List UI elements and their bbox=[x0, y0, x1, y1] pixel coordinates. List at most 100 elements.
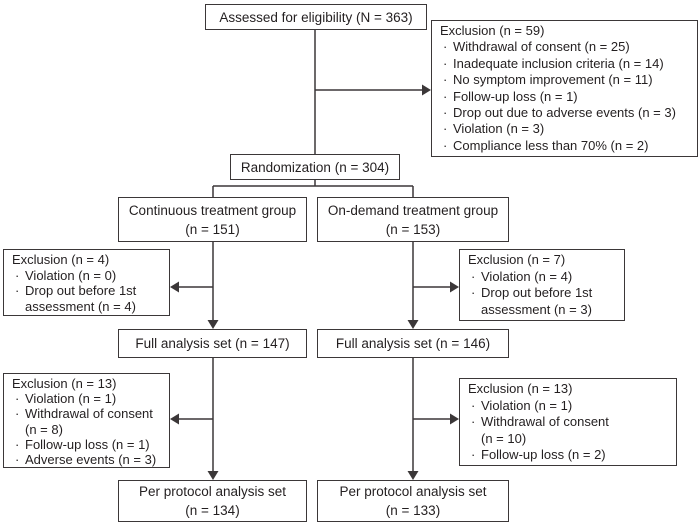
exclusion-ondemand-box: Exclusion (n = 7) · Violation (n = 4) · Dr… bbox=[459, 249, 625, 321]
exclusion-item-continuation: (n = 8) bbox=[25, 422, 165, 437]
exclusion-item-text: Violation (n = 1) bbox=[25, 391, 117, 407]
bullet-icon: · bbox=[15, 267, 20, 283]
exclusion-fas-right-box: Exclusion (n = 13) · Violation (n = 1) · W… bbox=[459, 378, 677, 466]
exclusion-item: · Compliance less than 70% (n = 2) bbox=[443, 138, 693, 154]
continuous-group-line1: Continuous treatment group bbox=[128, 202, 297, 218]
exclusion-item: · Withdrawal of consent bbox=[15, 406, 165, 421]
arrow-down-icon bbox=[407, 320, 419, 329]
exclusion-item-text: Withdrawal of consent bbox=[481, 414, 609, 429]
exclusion-item-text: (n = 8) bbox=[25, 421, 63, 437]
bullet-icon: · bbox=[443, 39, 448, 55]
exclusion-item: · Violation (n = 4) bbox=[471, 269, 620, 286]
bullet-icon: · bbox=[15, 406, 20, 422]
per-protocol-right-line1: Per protocol analysis set bbox=[339, 484, 487, 499]
bullet-icon: · bbox=[471, 447, 476, 462]
full-analysis-left-box: Full analysis set (n = 147) bbox=[118, 329, 307, 358]
exclusion-item-text: Violation (n = 4) bbox=[481, 268, 573, 284]
ondemand-group-line1: On-demand treatment group bbox=[327, 202, 499, 218]
exclusion-title: Exclusion (n = 4) bbox=[12, 252, 110, 267]
exclusion-item: · Drop out due to adverse events (n = 3) bbox=[443, 105, 693, 121]
exclusion-item-text: Drop out due to adverse events (n = 3) bbox=[453, 105, 676, 121]
arrow-right-icon bbox=[422, 84, 431, 96]
arrow-right-icon bbox=[450, 281, 459, 293]
per-protocol-left-box: Per protocol analysis set (n = 134) bbox=[118, 480, 307, 522]
continuous-group-box: Continuous treatment group (n = 151) bbox=[118, 197, 307, 242]
exclusion-item-text: (n = 10) bbox=[481, 430, 527, 446]
bullet-icon: · bbox=[443, 88, 448, 104]
bullet-icon: · bbox=[15, 391, 20, 407]
arrow-down-icon bbox=[407, 471, 419, 480]
exclusion-item-text: Follow-up loss (n = 2) bbox=[481, 447, 606, 462]
bullet-icon: · bbox=[471, 268, 476, 284]
exclusion-item: · Violation (n = 1) bbox=[15, 391, 165, 406]
exclusion-item-text: Follow-up loss (n = 1) bbox=[25, 436, 150, 452]
exclusion-continuous-box: Exclusion (n = 4) · Violation (n = 0) · Dr… bbox=[3, 249, 170, 316]
exclusion-item: · Drop out before 1st bbox=[15, 283, 165, 299]
exclusion-item-text: Inadequate inclusion criteria (n = 14) bbox=[453, 55, 664, 71]
exclusion-item-text: Violation (n = 3) bbox=[453, 121, 545, 137]
full-analysis-right-label: Full analysis set (n = 146) bbox=[335, 336, 491, 351]
full-analysis-right-box: Full analysis set (n = 146) bbox=[317, 329, 509, 358]
continuous-group-line2: (n = 151) bbox=[185, 221, 240, 237]
randomization-box: Randomization (n = 304) bbox=[230, 154, 400, 180]
bullet-icon: · bbox=[443, 72, 448, 88]
randomization-label: Randomization (n = 304) bbox=[240, 159, 390, 175]
bullet-icon: · bbox=[15, 452, 20, 468]
arrow-right-icon bbox=[450, 413, 459, 425]
exclusion-fas-left-box: Exclusion (n = 13) · Violation (n = 1) · W… bbox=[3, 373, 170, 468]
bullet-icon: · bbox=[471, 397, 476, 413]
bullet-icon: · bbox=[471, 285, 476, 300]
exclusion-title: Exclusion (n = 13) bbox=[12, 376, 117, 391]
exclusion-item-text: No symptom improvement (n = 11) bbox=[453, 72, 653, 88]
bullet-icon: · bbox=[443, 121, 448, 137]
bullet-icon: · bbox=[15, 283, 20, 298]
exclusion-item: · Violation (n = 0) bbox=[15, 268, 165, 284]
per-protocol-left-line2: (n = 134) bbox=[185, 503, 240, 518]
bullet-icon: · bbox=[15, 436, 20, 452]
assessed-eligibility-box: Assessed for eligibility (N = 363) bbox=[205, 4, 427, 30]
exclusion-item-text: Drop out before 1st bbox=[25, 283, 137, 298]
exclusion-item-text: Follow-up loss (n = 1) bbox=[453, 88, 578, 104]
per-protocol-right-box: Per protocol analysis set (n = 133) bbox=[317, 480, 509, 522]
exclusion-title: Exclusion (n = 59) bbox=[440, 23, 545, 38]
exclusion-item: · Withdrawal of consent (n = 25) bbox=[443, 39, 693, 55]
exclusion-item: · Inadequate inclusion criteria (n = 14) bbox=[443, 56, 693, 72]
exclusion-item: · Drop out before 1st bbox=[471, 285, 620, 302]
exclusion-item-text: assessment (n = 3) bbox=[481, 301, 592, 317]
exclusion-item-continuation: (n = 10) bbox=[481, 431, 672, 448]
full-analysis-left-label: Full analysis set (n = 147) bbox=[135, 336, 290, 351]
exclusion-item-text: Withdrawal of consent (n = 25) bbox=[453, 39, 630, 55]
exclusion-item-text: Compliance less than 70% (n = 2) bbox=[453, 137, 649, 153]
exclusion-item-text: Adverse events (n = 3) bbox=[25, 452, 157, 468]
exclusion-item-text: Violation (n = 0) bbox=[25, 267, 117, 283]
bullet-icon: · bbox=[443, 55, 448, 71]
exclusion-item-continuation: assessment (n = 4) bbox=[25, 299, 165, 315]
exclusion-item: · Violation (n = 3) bbox=[443, 121, 693, 137]
exclusion-title: Exclusion (n = 13) bbox=[468, 381, 573, 396]
exclusion-item-text: Violation (n = 1) bbox=[481, 397, 573, 413]
per-protocol-right-line2: (n = 133) bbox=[385, 503, 441, 518]
per-protocol-left-line1: Per protocol analysis set bbox=[138, 484, 287, 499]
exclusion-item: · Violation (n = 1) bbox=[471, 398, 672, 415]
exclusion-item-text: Withdrawal of consent bbox=[25, 406, 153, 422]
exclusion-item: · Follow-up loss (n = 2) bbox=[471, 447, 672, 464]
arrow-left-icon bbox=[170, 281, 179, 293]
exclusion-item-continuation: assessment (n = 3) bbox=[481, 302, 620, 319]
bullet-icon: · bbox=[471, 414, 476, 429]
exclusion-item: · Follow-up loss (n = 1) bbox=[443, 89, 693, 105]
arrow-left-icon bbox=[170, 413, 179, 425]
exclusion-item-text: assessment (n = 4) bbox=[25, 298, 136, 314]
assessed-eligibility-label: Assessed for eligibility (N = 363) bbox=[219, 9, 413, 25]
exclusion-item-text: Drop out before 1st bbox=[481, 285, 593, 300]
ondemand-group-box: On-demand treatment group (n = 153) bbox=[317, 197, 509, 242]
arrow-down-icon bbox=[207, 320, 219, 329]
exclusion-item: · Follow-up loss (n = 1) bbox=[15, 437, 165, 452]
arrow-down-icon bbox=[207, 471, 219, 480]
ondemand-group-line2: (n = 153) bbox=[385, 221, 441, 237]
exclusion-item: · Withdrawal of consent bbox=[471, 414, 672, 431]
bullet-icon: · bbox=[443, 137, 448, 153]
bullet-icon: · bbox=[443, 105, 448, 121]
exclusion-title: Exclusion (n = 7) bbox=[468, 252, 566, 267]
